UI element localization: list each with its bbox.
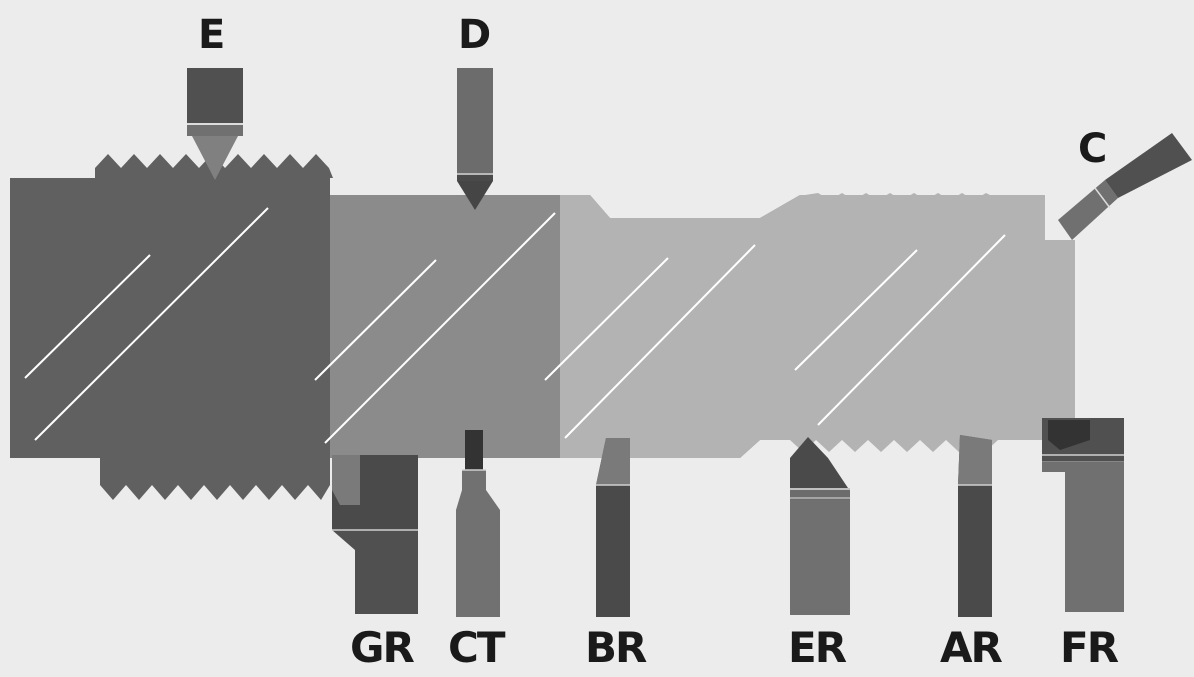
label-AR: AR <box>940 623 1003 672</box>
bottom-left-thread <box>100 458 330 500</box>
workpiece <box>10 154 1075 500</box>
label-ER: ER <box>788 623 847 672</box>
label-C: C <box>1078 126 1105 172</box>
label-CT: CT <box>448 623 506 672</box>
tool-D <box>457 68 493 210</box>
label-FR: FR <box>1060 623 1119 672</box>
label-BR: BR <box>585 623 647 672</box>
workpiece-right-section <box>560 195 1075 458</box>
tool-E <box>187 68 243 180</box>
top-right-thread <box>805 193 990 200</box>
tool-FR <box>1042 418 1124 612</box>
label-E: E <box>198 12 223 58</box>
tool-AR <box>958 435 992 617</box>
tool-BR <box>596 438 630 617</box>
label-D: D <box>458 12 490 58</box>
tool-CT <box>456 430 500 617</box>
tool-C <box>1058 133 1192 240</box>
rotation-stripes <box>24 207 1006 444</box>
tool-GR <box>332 455 418 614</box>
tool-ER <box>790 437 850 615</box>
label-GR: GR <box>350 623 414 672</box>
